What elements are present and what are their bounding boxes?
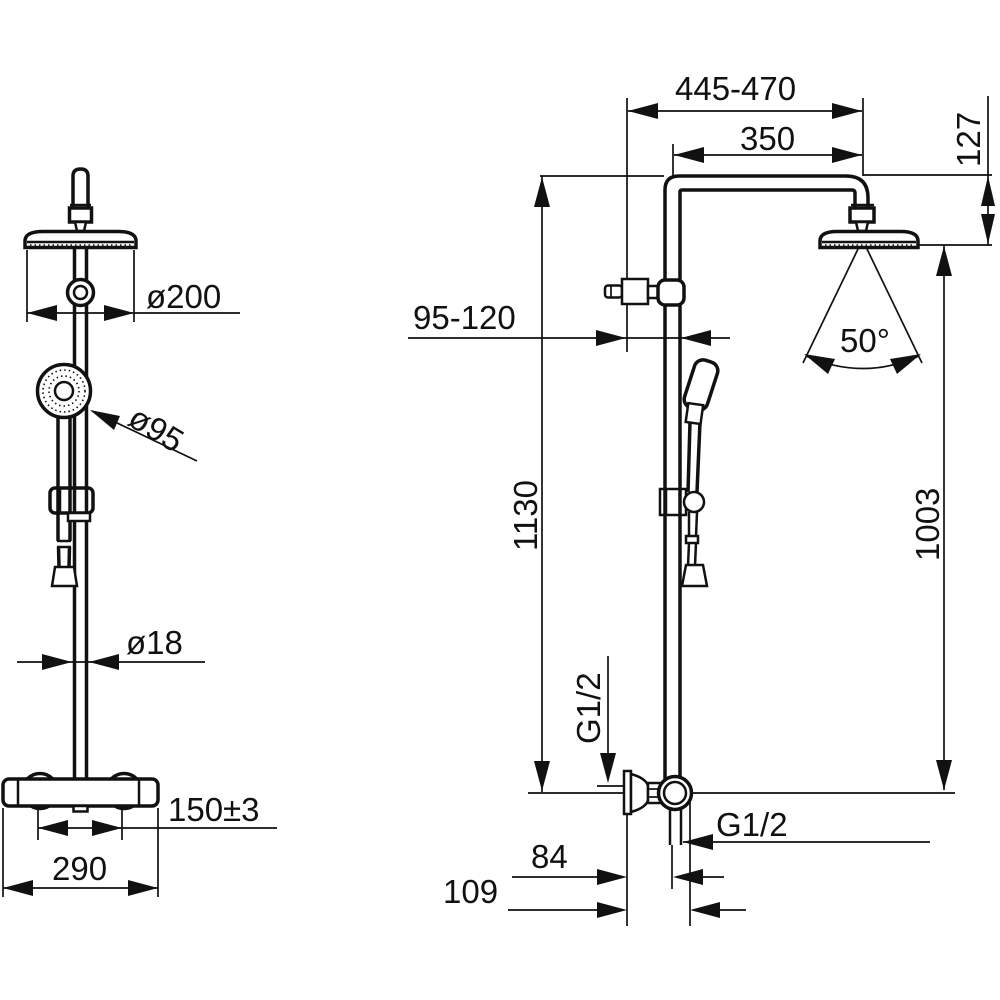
dim-arm-length: 350 [674, 120, 862, 163]
side-view: 50° [408, 70, 995, 926]
dim-label-445-470: 445-470 [675, 70, 796, 107]
hose-cone-side [680, 563, 709, 588]
dim-mixer-width: 290 [2, 808, 159, 897]
dim-outlet-thread: G1/2 [683, 806, 930, 850]
overhead-shower-front [23, 229, 138, 250]
shower-arm-outer [663, 174, 870, 779]
swivel-neck-front [73, 220, 88, 233]
swivel-collar-front [67, 206, 94, 224]
dim-wall-to-riser: 95-120 [408, 299, 730, 346]
wall-flange-cone [629, 772, 650, 814]
mixer-body [1, 777, 160, 808]
dim-head-drop: 127 [950, 96, 995, 245]
dim-label-1130: 1130 [507, 480, 544, 551]
dim-inlet-spacing: 150±3 [37, 791, 277, 840]
dim-label-g12-supply: G1/2 [570, 672, 607, 744]
dim-label-1003: 1003 [909, 488, 946, 561]
dim-label-o200: ø200 [146, 278, 221, 315]
hand-shower-nozzles [42, 369, 86, 413]
diverter-side [603, 277, 686, 307]
hand-shower-side [680, 358, 720, 588]
wall-elbow [622, 769, 694, 845]
dim-overhead-diameter: ø200 [26, 250, 240, 322]
dim-label-o95: ø95 [122, 398, 190, 459]
hand-shower-neck-side [684, 401, 705, 426]
swivel-neck-side [854, 220, 870, 233]
dim-handshower-diameter: ø95 [90, 398, 198, 462]
dim-supply-thread: G1/2 [570, 656, 625, 787]
overhead-shower-side [818, 229, 920, 250]
slide-bracket-tab [66, 511, 92, 523]
hose-cone-front [50, 565, 79, 588]
top-pipe-stub-front [71, 167, 90, 207]
spray-cone: 50° [802, 248, 923, 374]
dim-label-50deg: 50° [840, 322, 890, 359]
dim-label-g12-outlet: G1/2 [716, 806, 788, 843]
diverter-ball-inner [72, 284, 89, 301]
dim-label-84: 84 [531, 838, 568, 875]
elbow-body-inner [662, 780, 688, 806]
mixer-outlet-tab [72, 804, 89, 813]
slide-bracket-knob [682, 490, 706, 514]
dim-pipe-diameter: ø18 [17, 624, 205, 670]
hose-end-front [67, 546, 72, 568]
front-view: ø200 ø95 ø18 150±3 [1, 167, 277, 897]
dim-label-o18: ø18 [126, 624, 183, 661]
dim-arm-reach: 445-470 [628, 70, 862, 119]
dim-head-face-height: 1003 [909, 245, 952, 790]
dim-label-350: 350 [740, 120, 795, 157]
dim-riser-height: 1130 [507, 176, 550, 792]
shower-arm-inner [678, 188, 857, 779]
dim-label-290: 290 [52, 850, 107, 887]
dim-label-150: 150±3 [168, 791, 260, 828]
dim-label-127: 127 [950, 112, 987, 167]
hand-shower-nozzles [48, 375, 80, 407]
dim-wall-to-outlet: 84 109 [443, 800, 746, 926]
hose-end-front [56, 546, 61, 568]
dim-label-109: 109 [443, 873, 498, 910]
dim-label-95-120: 95-120 [413, 299, 516, 336]
swivel-collar-side [848, 206, 876, 224]
hand-shower-hub [53, 380, 75, 402]
